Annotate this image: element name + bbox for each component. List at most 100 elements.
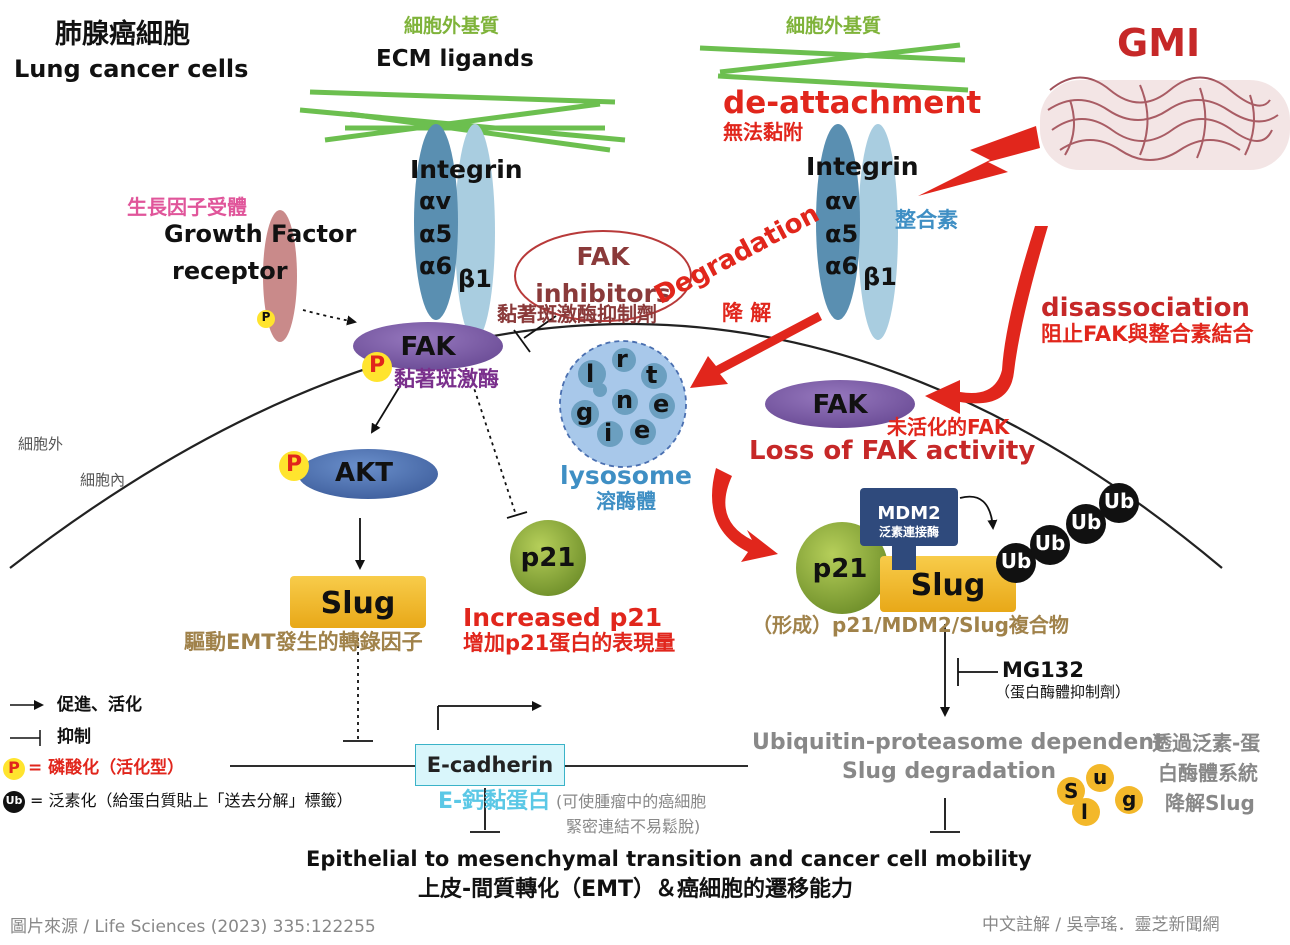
p21-left — [510, 520, 586, 596]
akt-label: AKT — [334, 458, 393, 488]
lysosome-fragments — [571, 348, 675, 447]
ecm-fibers-left — [299, 89, 626, 153]
integrin-right-title: Integrin — [806, 152, 919, 181]
source-text: 圖片來源 / Life Sciences (2023) 335:122255 — [10, 917, 376, 937]
integrin-right-beta — [858, 124, 898, 340]
title-zh: 肺腺癌細胞 — [55, 19, 190, 50]
legend-phospho: = 磷酸化（活化型） — [28, 758, 185, 778]
disassoc-en: disassociation — [1041, 293, 1250, 323]
slug-left-label: Slug — [320, 586, 396, 621]
integrin-left-beta — [455, 124, 495, 340]
lys-letter-6: e — [653, 390, 670, 418]
degradation-zh: 降 解 — [722, 301, 772, 325]
legend-promote: 促進、活化 — [57, 695, 142, 715]
ups-zh-2: 白酶體系統 — [1158, 761, 1258, 785]
slug-left — [290, 576, 426, 628]
ecad-note-1: (可使腫瘤中的癌細胞 — [556, 792, 707, 811]
ups-zh-3: 降解Slug — [1165, 791, 1255, 815]
mdm2 — [860, 488, 958, 546]
ub-label-2: Ub — [1034, 531, 1066, 555]
legend-p-badge — [3, 758, 25, 780]
ecm-right-zh: 細胞外基質 — [786, 15, 882, 37]
lys-letter-7: i — [604, 419, 613, 447]
growth-factor-receptor — [263, 210, 297, 342]
fak-loss-en: Loss of FAK activity — [749, 436, 1036, 466]
legend-p-symbol: P — [8, 758, 20, 777]
p-akt-label: P — [285, 452, 303, 477]
fak-left-label: FAK — [400, 332, 456, 362]
e-cadherin-label: E-cadherin — [426, 753, 554, 777]
integrin-left-alpha-3: α6 — [419, 252, 453, 280]
akt — [298, 449, 438, 499]
slug-piece-1: S — [1064, 779, 1079, 803]
ecm-left-en: ECM ligands — [376, 46, 534, 72]
mg132-zh: （蛋白酶體抑制劑） — [995, 683, 1131, 701]
gmi-label: GMI — [1117, 21, 1201, 65]
fak-inhibitors-1: FAK — [576, 242, 630, 271]
deattach-zh: 無法黏附 — [723, 120, 803, 144]
p21-right-label: p21 — [812, 554, 868, 584]
disassoc-zh: 阻止FAK與整合素結合 — [1041, 322, 1254, 346]
complex-zh: （形成）p21/MDM2/Slug複合物 — [752, 613, 1069, 637]
ub-label-3: Ub — [1070, 510, 1102, 534]
title-en: Lung cancer cells — [14, 55, 249, 83]
integrin-left-alpha-1: αv — [419, 187, 452, 215]
p21-left-en: Increased p21 — [463, 603, 663, 632]
integrin-right-alpha — [816, 124, 860, 320]
fak-right — [765, 380, 915, 428]
integrin-right-alpha-1: αv — [825, 187, 858, 215]
integrin-right-alpha-2: α5 — [825, 220, 859, 248]
ups-en-1: Ubiquitin-proteasome dependent — [752, 730, 1165, 755]
ub-label-4: Ub — [1103, 489, 1135, 513]
ups-en-2: Slug degradation — [842, 759, 1056, 784]
fak-inhibitors-2: inhibitors — [535, 279, 671, 308]
legend-ub-badge — [3, 791, 25, 813]
p21-left-label: p21 — [520, 543, 576, 573]
integrin-right-alpha-3: α6 — [825, 252, 859, 280]
p21-left-zh: 增加p21蛋白的表現量 — [463, 631, 676, 655]
fak-left-zh: 黏著斑激酶 — [394, 367, 499, 391]
fak-inhibitors-zh: 黏著斑激酶抑制劑 — [497, 302, 657, 326]
gmi-protein — [1047, 76, 1279, 161]
slug-piece-3: l — [1081, 800, 1088, 824]
lys-letter-8: e — [634, 416, 651, 444]
lysosome-zh: 溶酶體 — [596, 489, 656, 513]
cell-membrane — [9, 322, 1223, 569]
lightning-bolt — [918, 126, 1040, 196]
emt-en: Epithelial to mesenchymal transition and… — [306, 847, 1032, 871]
p-badge-receptor — [257, 310, 275, 328]
legend-ubiq: = 泛素化（給蛋白質貼上「送去分解」標籤） — [30, 791, 353, 810]
integrin-left-beta-label: β1 — [458, 265, 492, 293]
emt-zh: 上皮-間質轉化（EMT）＆癌細胞的遷移能力 — [418, 877, 854, 902]
integrin-left-title: Integrin — [410, 155, 523, 184]
lysosome-en: lysosome — [560, 461, 692, 490]
e-cadherin-box: E-cadherin — [415, 744, 565, 786]
outside-label: 細胞外 — [18, 435, 64, 453]
mdm2-label: MDM2 — [877, 503, 941, 524]
lys-letter-5: n — [616, 386, 634, 414]
fak-left — [353, 322, 503, 370]
loss-activity-arrow — [712, 468, 778, 562]
fak-inhibitors-oval — [514, 230, 692, 322]
ecad-note-2: 緊密連結不易鬆脫) — [566, 817, 701, 836]
lys-letter-2: r — [616, 345, 628, 373]
fak-inactive-zh: 未活化的FAK — [887, 415, 1010, 439]
legend-icons — [10, 700, 44, 746]
slug-left-zh: 驅動EMT發生的轉錄因子 — [184, 630, 423, 654]
lys-letter-1: l — [586, 360, 595, 388]
fak-right-label: FAK — [812, 390, 868, 420]
ups-zh-1: 透過泛素-蛋 — [1152, 731, 1261, 755]
gmi-shade — [1040, 80, 1290, 170]
ecm-fibers-right — [699, 42, 969, 93]
lys-letter-3: t — [646, 361, 658, 389]
p-badge-fak — [362, 352, 392, 382]
ecm-left-zh: 細胞外基質 — [404, 15, 500, 37]
ecad-zh: E-鈣黏蛋白 — [438, 789, 551, 814]
lys-letter-4: g — [576, 398, 594, 426]
slug-right-label: Slug — [910, 568, 986, 603]
gfr-en-1: Growth Factor — [164, 220, 357, 248]
deattach-en: de-attachment — [723, 85, 982, 121]
legend-ub-symbol: Ub — [5, 794, 23, 807]
